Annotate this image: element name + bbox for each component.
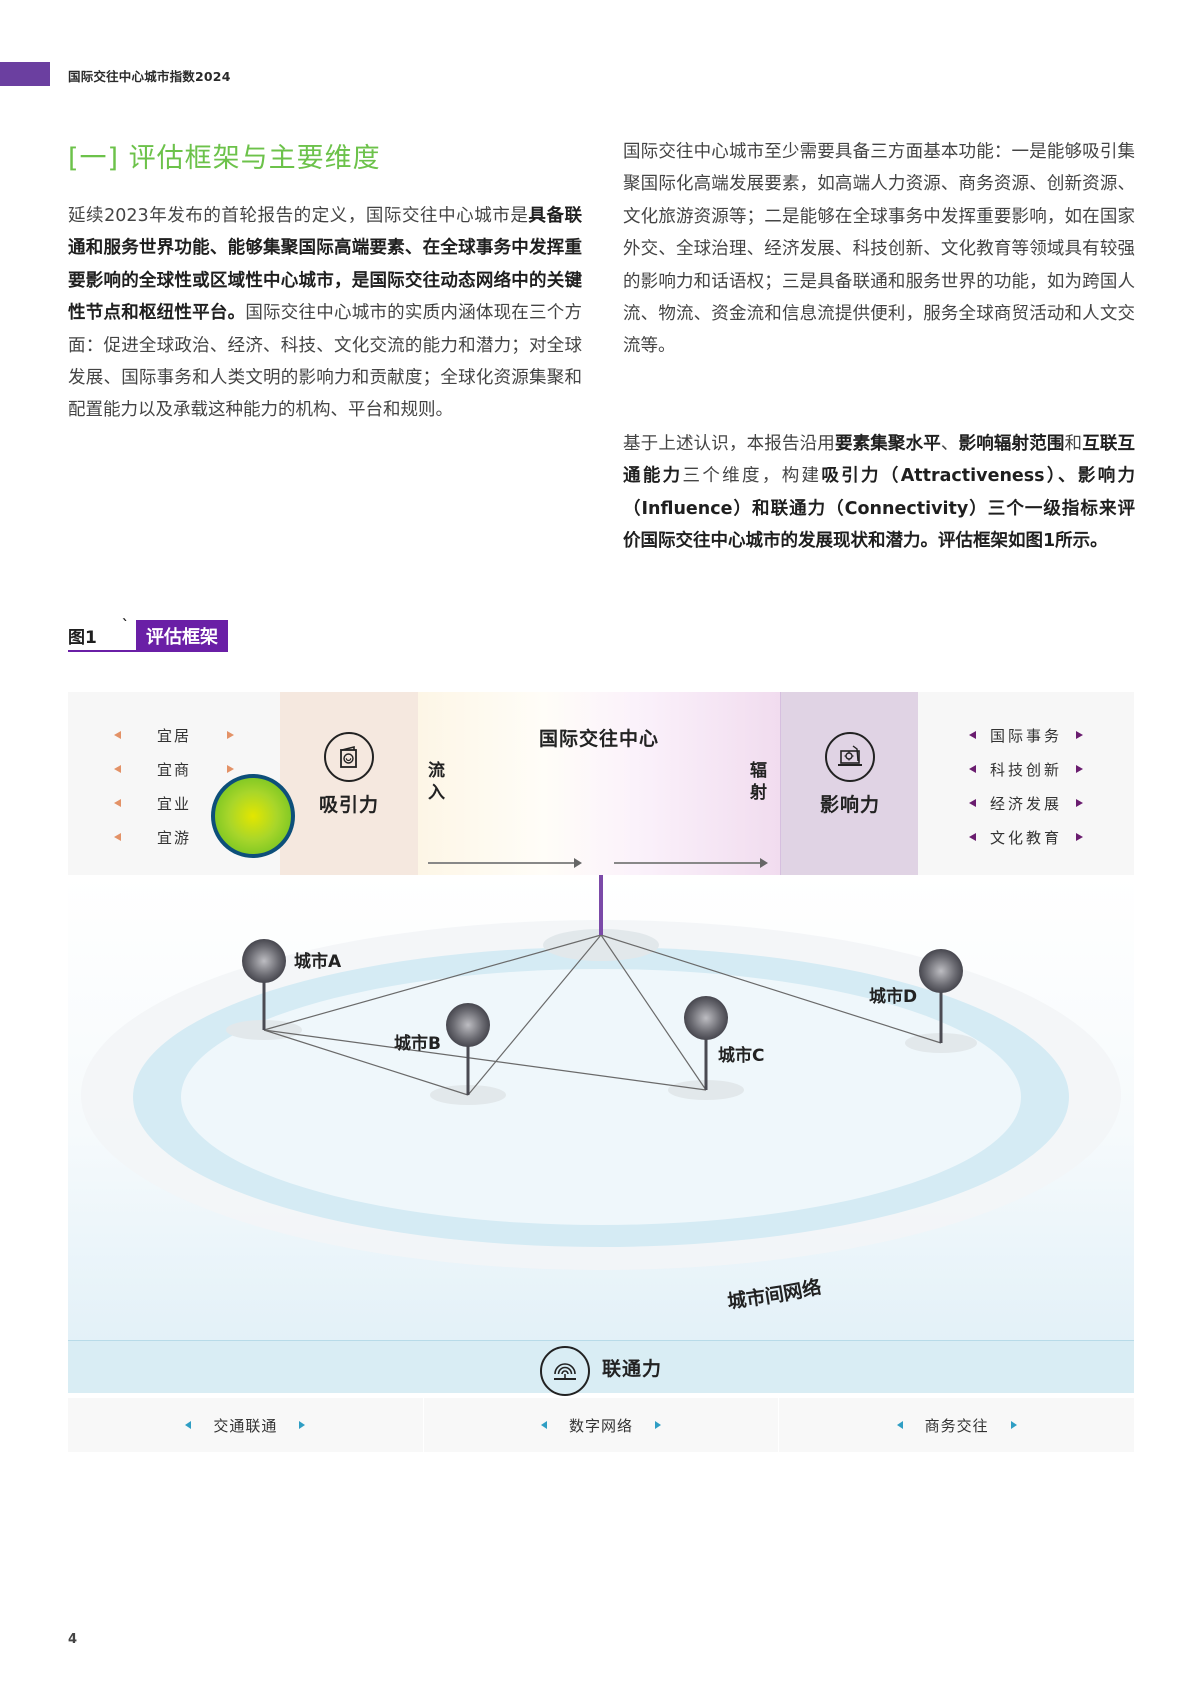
connectivity-items-row: 交通联通 数字网络 商务交往 [68,1398,1134,1452]
figure-caption: 图1 ` 评估框架 [68,618,228,652]
flow-in-label: 流入 [428,761,445,803]
city-c-node [684,996,728,1040]
connectivity-item: 商务交往 [778,1398,1134,1452]
item-label: 经济发展 [989,794,1062,813]
bold-term: 影响辐射范围 [958,434,1065,454]
right-column-paragraph-1: 国际交往中心城市至少需要具备三方面基本功能：一是能够吸引集聚国际化高端发展要素，… [623,142,1135,357]
evaluation-framework-diagram: 宜居 宜商 宜业 宜游 吸引力 国际交往中心 流入 辐射 影响力 [68,692,1134,1462]
laptop-gear-icon [825,732,875,782]
city-a-node [242,939,286,983]
page-number: 4 [68,1632,78,1647]
header-accent-bar [0,62,50,86]
connectivity-item: 交通联通 [68,1398,423,1452]
radiate-label: 辐射 [750,761,767,803]
bold-term: 要素集聚水平 [834,434,941,454]
item-label: 科技创新 [989,760,1062,779]
triangle-left-icon [896,1421,903,1429]
bold-term-english: （Attractiveness）、 [880,466,1078,487]
triangle-right-icon [227,765,234,773]
exchange-center-hub-node [211,774,295,858]
item-label: 数字网络 [569,1416,634,1435]
triangle-left-icon [968,799,976,807]
influence-item: 文化教育 [918,820,1134,854]
triangle-right-icon [1076,833,1083,841]
running-header-title: 国际交往中心城市指数2024 [68,69,231,84]
connectivity-bar: 联通力 [68,1340,1134,1396]
triangle-right-icon [299,1421,306,1429]
city-b-node [446,1003,490,1047]
item-label: 宜居 [156,726,191,745]
influence-items-panel: 国际事务 科技创新 经济发展 文化教育 [918,692,1134,875]
bold-term: 互联互通能力 [623,434,1136,487]
paragraph-text: 三个维度，构建 [682,466,822,487]
connectivity-label: 联通力 [601,1357,662,1380]
item-label: 宜商 [156,760,191,779]
exchange-center-panel: 国际交往中心 流入 辐射 [418,692,780,875]
city-b-label: 城市B [394,1033,441,1054]
passport-icon [324,732,374,782]
influence-item: 国际事务 [918,718,1134,752]
influence-item: 经济发展 [918,786,1134,820]
paragraph-text: 延续2023年发布的首轮报告的定义，国际交往中心城市是 [68,206,529,226]
paragraph-text: 国际交往中心城市的实质内涵体现在三个方面：促进全球政治、经济、科技、文化交流的能… [68,303,583,421]
paragraph-text: 、 [940,434,959,454]
city-a-label: 城市A [294,951,342,972]
triangle-left-icon [968,833,976,841]
section-title: [一] 评估框架与主要维度 [68,143,381,174]
triangle-left-icon [113,731,121,739]
bold-term-english: （Connectivity）三个一级指标来评价国际交往中心城市的发展现状和潜力。… [623,498,1135,552]
right-column-paragraph-2: 基于上述认识，本报告沿用要素集聚水平、影响辐射范围和互联互通能力三个维度，构建吸… [623,428,1135,558]
inflow-arrow-icon [428,858,582,868]
attractiveness-panel: 吸引力 [280,692,418,875]
triangle-left-icon [113,833,121,841]
triangle-left-icon [185,1421,192,1429]
connectivity-item: 数字网络 [422,1398,779,1452]
signal-tower-icon [539,1346,590,1396]
attractiveness-item: 宜居 [68,718,280,752]
left-column-paragraph: 延续2023年发布的首轮报告的定义，国际交往中心城市是具备联通和服务世界功能、能… [68,200,582,427]
outflow-arrow-icon [614,858,768,868]
triangle-left-icon [113,765,121,773]
attractiveness-item: 宜商 [68,752,280,786]
item-label: 国际事务 [989,726,1062,745]
triangle-left-icon [113,799,121,807]
influence-panel: 影响力 [780,692,919,875]
figure-title: 评估框架 [136,620,228,650]
bold-term-english: （Influence）和 [623,498,771,519]
bold-term: 联通力 [770,498,827,519]
item-label: 文化教育 [989,828,1062,847]
bold-term: 吸引力 [821,466,881,487]
center-title: 国际交往中心 [538,728,659,750]
figure-number: 图1 [68,628,97,648]
triangle-left-icon [968,731,976,739]
triangle-left-icon [968,765,976,773]
triangle-right-icon [1076,765,1083,773]
item-label: 宜业 [156,794,191,813]
item-label: 商务交往 [924,1416,989,1435]
definition-bold-text: 具备联通和服务世界功能、能够集聚国际高端要素、在全球事务中发挥重要影响的全球性或… [68,206,583,324]
influence-label: 影响力 [819,794,880,816]
triangle-right-icon [1076,799,1083,807]
triangle-right-icon [227,731,234,739]
paragraph-text: 基于上述认识，本报告沿用 [623,434,835,454]
city-network-illustration: 城市A 城市B 城市C 城市D 城市间网络 [68,875,1134,1340]
item-label: 交通联通 [213,1416,278,1435]
city-d-label: 城市D [869,986,917,1007]
triangle-right-icon [655,1421,662,1429]
influence-item: 科技创新 [918,752,1134,786]
city-c-label: 城市C [718,1045,764,1066]
attractiveness-label: 吸引力 [318,794,379,816]
city-d-node [919,949,963,993]
triangle-left-icon [541,1421,547,1429]
triangle-right-icon [1010,1421,1017,1429]
paragraph-text: 和 [1064,434,1083,454]
bold-term: 影响力 [1077,466,1136,487]
item-label: 宜游 [156,828,191,847]
triangle-right-icon [1076,731,1083,739]
